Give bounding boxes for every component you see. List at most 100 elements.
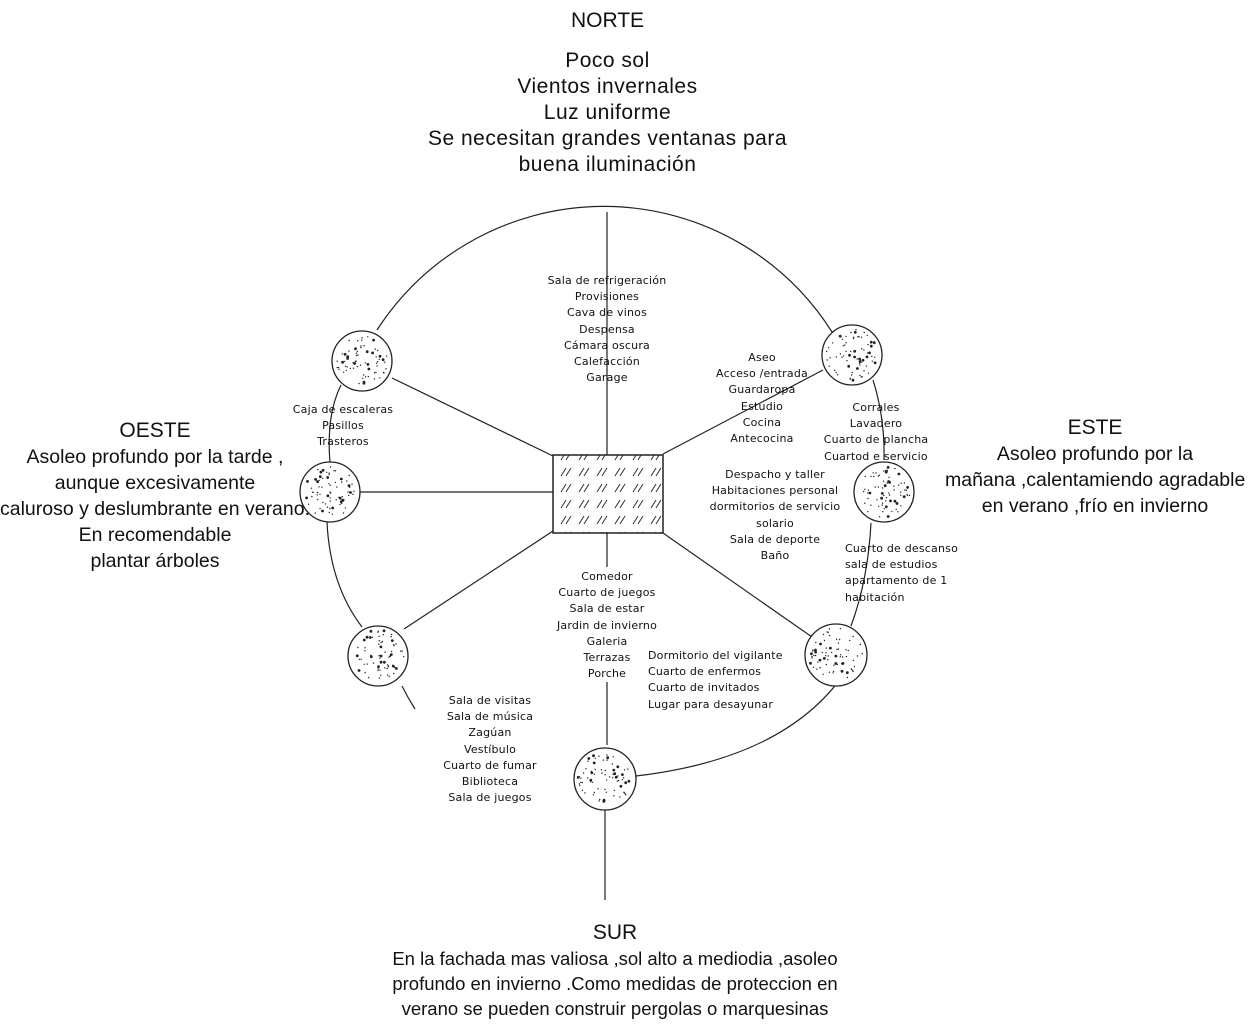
room-item: Cuarto de enfermos [648,665,762,679]
room-item: Sala de música [446,710,534,724]
arc-southeast [635,667,849,777]
south-desc-line: En la fachada mas valiosa ,sol alto a me… [392,948,838,969]
tree-southeast-icon [804,623,868,687]
room-item: Vestíbulo [463,742,517,756]
room-item: Dormitorio del vigilante [648,649,783,662]
west-desc-line: aunque excesivamente [54,472,256,494]
west-desc-line: Asoleo profundo por la tarde , [26,446,284,468]
room-item: Antecocina [730,432,794,446]
room-item: Acceso /entrada [716,367,808,381]
room-item: apartamento de 1 [845,574,948,588]
room-item: sala de estudios [845,558,938,572]
north-desc-line: Se necesitan grandes ventanas para [427,127,788,150]
east-desc-line: Asoleo profundo por la [996,443,1194,465]
room-item: Biblioteca [461,775,519,789]
south-title: SUR [592,921,638,944]
south-label: SUR En la fachada mas valiosa ,sol alto … [370,920,860,1021]
radial-lines [360,212,824,900]
room-item: Despacho y taller [725,468,825,481]
south-desc-line: verano se pueden construir pergolas o ma… [401,998,829,1019]
room-item: Habitaciones personal [711,484,839,498]
room-item: Aseo [748,351,776,364]
room-item: Zagúan [468,726,512,740]
radial-line-northeast [662,369,824,455]
room-item: Jardin de invierno [556,618,658,632]
room-item: Cámara oscura [564,338,650,352]
arc-west-lower [326,521,363,628]
rooms-east-upper: Corrales Lavadero Cuarto de plancha Cuar… [816,400,936,465]
room-item: Galeria [586,634,628,648]
room-item: Calefacción [574,355,640,369]
arc-east-upper [872,379,885,461]
tree-south-icon [573,747,637,811]
room-item: Baño [760,549,790,563]
room-item: Cuarto de descanso [845,542,959,555]
rooms-northeast: Aseo Acceso /entrada Guardaropa Estudio … [700,350,824,447]
room-item: Estudio [740,399,784,413]
room-item: Sala de estar [569,602,645,616]
room-item: Cuartod e servicio [824,449,928,463]
rooms-north: Sala de refrigeración Provisiones Cava d… [532,273,682,386]
south-desc-line: profundo en invierno .Como medidas de pr… [392,973,838,994]
tree-northwest-icon [331,330,393,392]
room-item: Cava de vinos [566,306,647,320]
room-item: Sala de visitas [448,694,532,707]
west-label: OESTE Asoleo profundo por la tarde , aun… [0,418,310,574]
tree-west-icon [299,461,361,523]
room-item: Pasillos [322,419,364,433]
room-item: Sala de deporte [729,532,821,546]
room-item: Porche [587,667,627,681]
central-house [552,454,664,534]
north-label: NORTE Poco sol Vientos invernales Luz un… [400,8,815,178]
tree-circles [299,324,915,811]
radial-line-northwest [391,377,554,457]
radial-line-southeast [662,532,813,638]
tree-southwest-icon [347,625,409,687]
west-desc-line: plantar árboles [90,550,220,572]
north-desc-line: Luz uniforme [543,101,672,124]
rooms-east-lower: Cuarto de descanso sala de estudios apar… [845,541,975,606]
west-desc-line: En recomendable [78,524,232,546]
west-title: OESTE [119,419,191,442]
arc-north [376,205,833,333]
east-title: ESTE [1067,416,1123,439]
room-item: Cuarto de juegos [558,586,656,600]
room-item: Cocina [742,415,782,429]
room-item: Provisiones [574,290,640,304]
rooms-south: Comedor Cuarto de juegos Sala de estar J… [540,569,674,682]
east-desc-line: mañana ,calentamiendo agradable [945,469,1246,491]
room-item: Lugar para desayunar [648,697,774,711]
room-item: solario [756,516,794,530]
north-desc-line: Vientos invernales [517,75,698,98]
arc-west-upper [328,384,342,464]
room-item: Corrales [852,401,900,414]
rooms-northwest: Caja de escaleras Pasillos Trasteros [283,402,403,451]
orientation-circle [326,205,885,777]
room-item: Garage [586,371,628,385]
room-item: Guardaropa [728,383,796,397]
room-item: Cuarto de fumar [443,758,537,772]
room-item: Sala de juegos [448,791,532,805]
north-desc-line: buena iluminación [518,153,697,176]
room-item: Cuarto de invitados [648,681,760,695]
room-item: habitación [845,590,905,604]
north-title: NORTE [570,9,645,32]
room-item: Cuarto de plancha [823,433,929,447]
room-item: Lavadero [849,417,903,431]
room-item: Sala de refrigeración [547,274,667,287]
east-desc-line: en verano ,frío en invierno [981,495,1209,517]
room-item: Caja de escaleras [292,403,394,416]
radial-line-southwest [403,530,554,630]
east-label: ESTE Asoleo profundo por la mañana ,cale… [945,415,1245,519]
room-item: Terrazas [583,651,631,665]
room-item: dormitorios de servicio [709,500,841,514]
room-item: Comedor [581,570,633,583]
rooms-east-middle: Despacho y taller Habitaciones personal … [702,467,848,564]
room-item: Trasteros [317,435,369,449]
tree-east-icon [853,461,915,523]
rooms-southeast: Dormitorio del vigilante Cuarto de enfer… [648,648,798,713]
room-item: Despensa [579,322,635,336]
tree-northeast-icon [821,324,883,386]
north-desc-line: Poco sol [565,49,650,72]
